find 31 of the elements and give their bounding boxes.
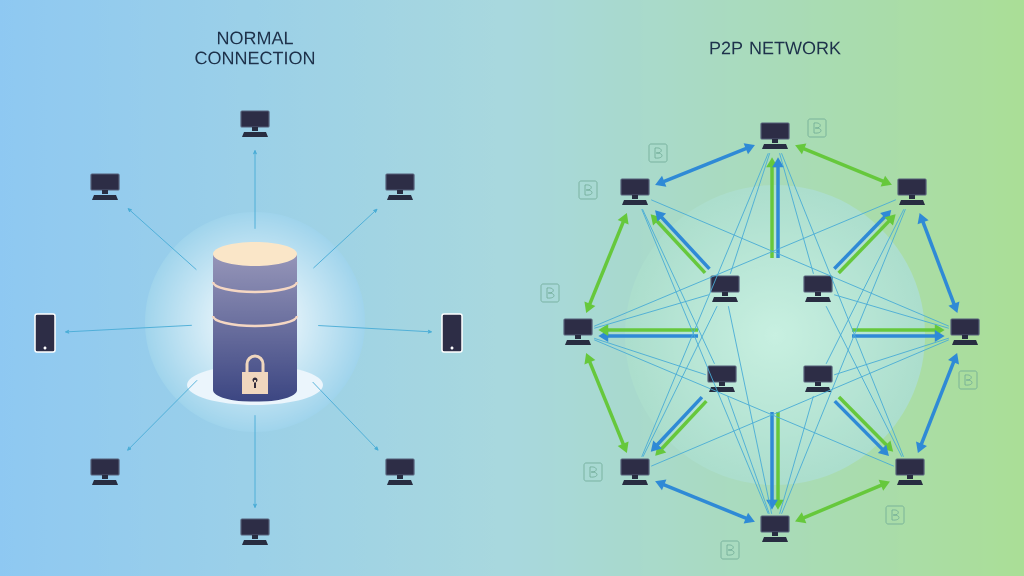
computer-icon [240, 110, 270, 137]
arrow [317, 325, 433, 334]
computer-icon [90, 173, 120, 200]
phone-icon [34, 313, 56, 353]
computer-icon [803, 275, 833, 302]
computer-icon [760, 515, 790, 542]
computer-icon [897, 178, 927, 205]
heading: P2P NETWORK [710, 41, 841, 55]
arrow [253, 149, 257, 230]
computer-icon [385, 173, 415, 200]
heading: NORMAL CONNECTION [195, 31, 315, 65]
computer-icon [240, 518, 270, 545]
arrow [253, 414, 257, 509]
computer-icon [803, 365, 833, 392]
computer-icon [90, 458, 120, 485]
computer-icon [710, 275, 740, 302]
arrow [127, 379, 198, 451]
server-drawing [187, 242, 323, 405]
computer-icon [385, 458, 415, 485]
arrow [312, 381, 379, 451]
arrow [127, 208, 197, 271]
computer-icon [563, 318, 593, 345]
phone-icon [441, 313, 463, 353]
computer-icon [620, 178, 650, 205]
computer-icon [760, 122, 790, 149]
computer-icon [620, 458, 650, 485]
arrow [312, 208, 378, 269]
arrow [64, 324, 193, 334]
computer-icon [895, 458, 925, 485]
computer-icon [707, 365, 737, 392]
computer-icon [950, 318, 980, 345]
